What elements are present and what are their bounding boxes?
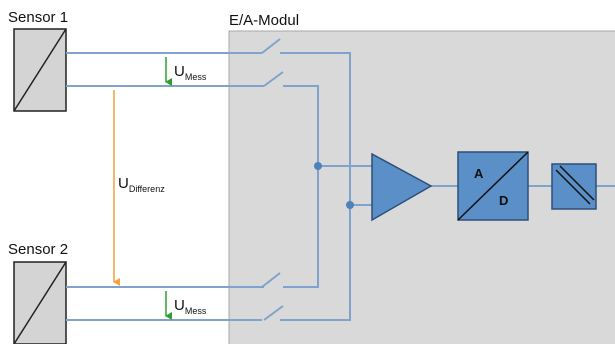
adc-label-a: A xyxy=(474,166,484,181)
switch-2-top xyxy=(261,272,281,288)
switch-2-bottom xyxy=(263,305,284,321)
junction-dot-upper xyxy=(314,162,322,170)
u-mess-2-label: UMess xyxy=(174,297,207,316)
isolator-block xyxy=(551,163,597,210)
adc-block: A D xyxy=(457,151,529,221)
u-mess-1-label: UMess xyxy=(174,63,207,82)
wire-sensor-2-bottom-route xyxy=(280,205,351,321)
adc-label-d: D xyxy=(499,193,508,208)
amplifier-icon xyxy=(371,152,433,222)
junction-dot-lower xyxy=(346,201,354,209)
switch-1-bottom xyxy=(263,71,284,87)
wire-sensor-2-top-route xyxy=(283,166,319,288)
wire-sensor-1-top-to-amp xyxy=(280,52,351,205)
switches xyxy=(261,38,284,321)
u-differenz-label: UDifferenz xyxy=(118,175,165,194)
switch-1-top xyxy=(261,38,281,54)
sensor-1-icon xyxy=(13,28,67,112)
sensor-2-icon xyxy=(13,261,67,344)
module-title: E/A-Modul xyxy=(229,12,299,29)
sensor-1-label: Sensor 1 xyxy=(8,9,68,26)
wire-sensor-1-bottom-route xyxy=(283,85,319,166)
wires xyxy=(66,52,615,321)
sensor-2-label: Sensor 2 xyxy=(8,241,68,258)
